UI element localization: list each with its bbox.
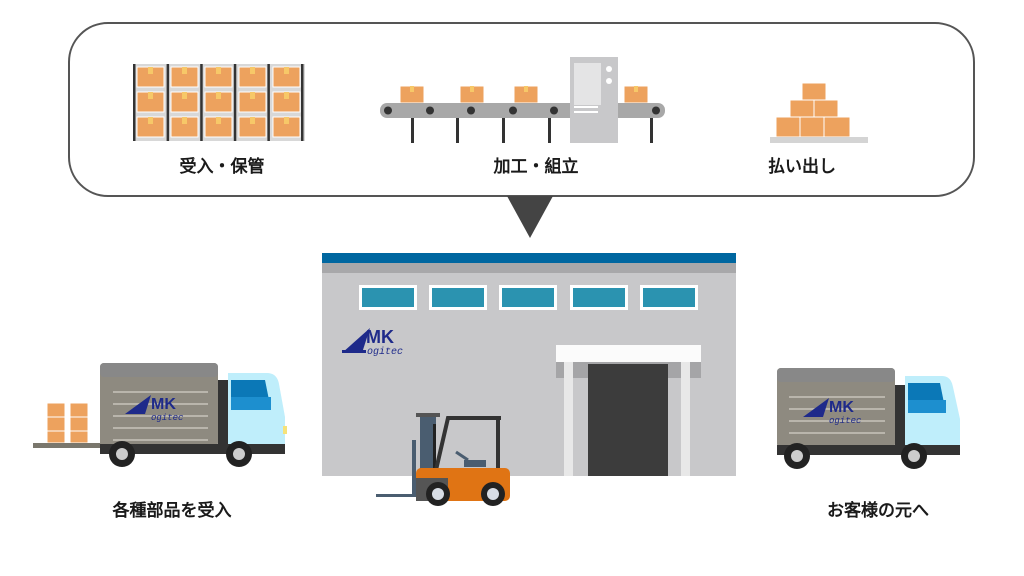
conveyor-icon xyxy=(380,57,665,143)
svg-text:MK: MK xyxy=(366,327,394,347)
door-canopy xyxy=(556,345,701,362)
window xyxy=(570,285,628,310)
forklift-icon xyxy=(376,413,510,506)
svg-text:MK: MK xyxy=(151,396,176,413)
outbound-truck-icon: MK ogitec xyxy=(777,368,960,469)
svg-text:ogitec: ogitec xyxy=(151,413,183,423)
inbound-truck-icon: MK ogitec xyxy=(33,363,287,467)
window xyxy=(429,285,487,310)
step-label-processing: 加工・組立 xyxy=(493,157,579,177)
step-label-shipping: 払い出し xyxy=(768,157,836,177)
warehouse-building xyxy=(322,253,736,476)
window xyxy=(640,285,698,310)
door-post-left xyxy=(564,362,573,476)
box-pile-icon xyxy=(770,82,868,143)
svg-text:ogitec: ogitec xyxy=(367,346,403,358)
roof-shadow xyxy=(322,263,736,273)
window xyxy=(359,285,417,310)
loading-door xyxy=(588,364,668,476)
company-logo: MK ogitec xyxy=(342,327,403,358)
storage-rack-icon xyxy=(133,64,305,141)
svg-text:MK: MK xyxy=(829,399,854,416)
roof-strip xyxy=(322,253,736,263)
svg-text:ogitec: ogitec xyxy=(829,416,861,426)
outbound-label: お客様の元へ xyxy=(827,501,929,521)
door-post-right xyxy=(681,362,690,476)
step-label-storage: 受入・保管 xyxy=(179,157,265,177)
window xyxy=(499,285,557,310)
inbound-label: 各種部品を受入 xyxy=(112,501,232,521)
